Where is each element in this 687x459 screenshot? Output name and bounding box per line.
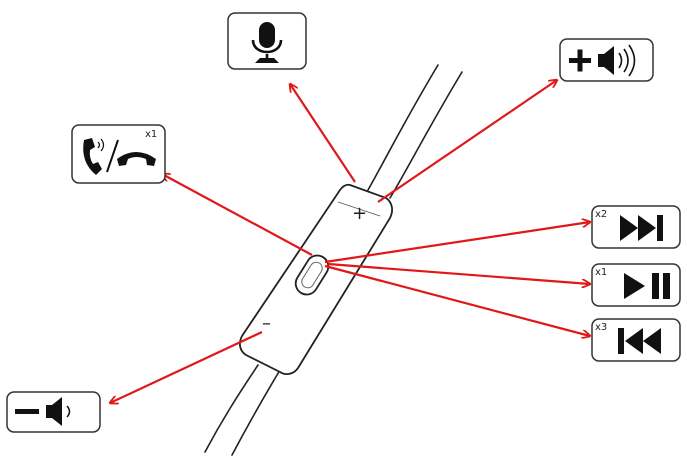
inline-remote: + – [239, 183, 393, 375]
volume-down-icon [15, 397, 71, 426]
previous-track-press-count: x3 [595, 322, 607, 333]
play-pause-box: x1 [591, 263, 681, 307]
remote-plus-label: + [352, 203, 367, 224]
microphone-icon [251, 22, 283, 63]
volume-up-icon [569, 44, 636, 77]
call-box: x1 [71, 124, 166, 184]
next-track-box: x2 [591, 205, 681, 249]
remote-minus-label: – [262, 313, 271, 334]
arrow-to-volume-up [377, 80, 557, 203]
arrow-to-volume-down [110, 331, 263, 403]
call-press-count: x1 [145, 129, 157, 140]
arrow-to-microphone [290, 84, 356, 183]
arrow-to-previous-track [324, 264, 590, 336]
volume-up-box [559, 38, 654, 82]
microphone-box [227, 12, 307, 70]
skip-forward-icon [620, 215, 663, 241]
next-track-press-count: x2 [595, 209, 607, 220]
play-pause-icon [624, 273, 670, 299]
skip-back-icon [618, 328, 661, 354]
play-pause-press-count: x1 [595, 267, 607, 278]
previous-track-box: x3 [591, 318, 681, 362]
remote-center-button[interactable] [292, 251, 333, 298]
volume-down-box [6, 391, 101, 433]
phone-answer-end-icon [83, 138, 156, 175]
arrow-to-play-pause [327, 262, 590, 284]
arrow-to-next-track [324, 222, 590, 264]
arrows [110, 80, 590, 403]
arrow-to-call [162, 174, 313, 256]
headphone-cable [204, 64, 463, 456]
